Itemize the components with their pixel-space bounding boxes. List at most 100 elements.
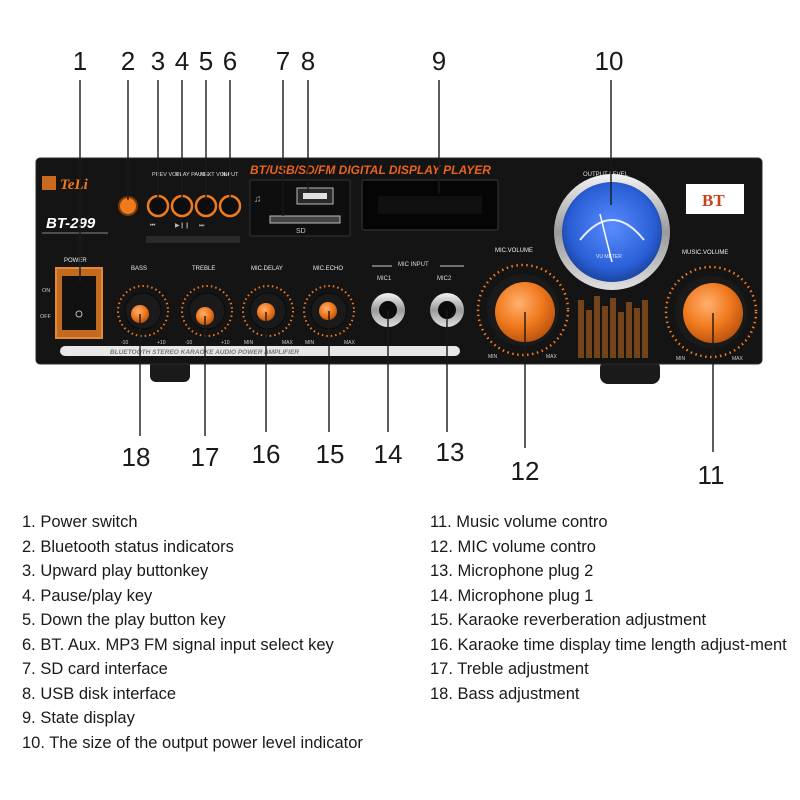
knob-label-mic-delay: MIC.DELAY xyxy=(251,266,283,272)
music-volume-label: MUSIC.VOLUME xyxy=(682,250,728,256)
eq-bar xyxy=(586,310,592,358)
mic-echo-scale xyxy=(303,285,355,337)
callout-16: 16 xyxy=(252,439,281,469)
off-label: OFF xyxy=(40,314,52,320)
legend-item: 16. Karaoke time display time length adj… xyxy=(430,635,787,654)
callout-11: 11 xyxy=(698,460,725,490)
legend-item: 11. Music volume contro xyxy=(430,513,608,531)
brand-logo-icon xyxy=(42,176,56,190)
eq-bar xyxy=(594,296,600,358)
legend-right: 11. Music volume contro 12. MIC volume c… xyxy=(430,510,795,706)
legend-item: 17. Treble adjustment xyxy=(430,660,589,678)
eq-bar xyxy=(578,300,584,358)
vu-meter-scale xyxy=(579,219,645,241)
legend-item: 1. Power switch xyxy=(22,513,138,531)
legend-item: 18. Bass adjustment xyxy=(430,684,580,703)
legend-left: 1. Power switch 2. Bluetooth status indi… xyxy=(22,510,422,755)
sd-card-slot[interactable] xyxy=(269,215,341,224)
legend-item: 2. Bluetooth status indicators xyxy=(22,537,234,556)
music-volume-max: MAX xyxy=(732,356,744,362)
callout-6: 6 xyxy=(223,46,237,76)
mic-volume-min: MIN xyxy=(488,354,498,360)
mic-volume-label: MIC.VOLUME xyxy=(495,248,533,254)
mic-volume-scale xyxy=(476,263,570,357)
model-name: BT-299 xyxy=(46,215,96,232)
vu-meter-label: VU METER xyxy=(596,254,622,260)
callout-7: 7 xyxy=(276,46,290,76)
legend-item: 4. Pause/play key xyxy=(22,586,153,605)
legend-item: 3. Upward play buttonkey xyxy=(22,562,209,580)
scale-min: -10 xyxy=(121,340,128,346)
power-switch[interactable] xyxy=(62,276,96,330)
scale-min: MIN xyxy=(305,340,315,346)
eq-bar xyxy=(618,312,624,358)
legend-item: 15. Karaoke reverberation adjustment xyxy=(430,611,707,629)
callout-12: 12 xyxy=(511,456,540,486)
scale-max: +10 xyxy=(157,340,166,346)
legend-item: 13. Microphone plug 2 xyxy=(430,562,594,580)
bt-badge-text: BT xyxy=(702,191,725,210)
vu-meter xyxy=(562,182,662,282)
button-label: NEXT VOL+ xyxy=(200,172,230,178)
bass-scale xyxy=(117,285,169,337)
scale-min: MIN xyxy=(244,340,254,346)
callout-4: 4 xyxy=(175,46,189,76)
knob-label-bass: BASS xyxy=(131,266,147,272)
mode-strip xyxy=(146,236,240,243)
tone-controls: BASS TREBLE MIC.DELAY MIC.ECHO -10 +10 -… xyxy=(117,266,356,346)
music-volume-scale xyxy=(664,265,758,359)
mic1-label: MIC1 xyxy=(377,276,392,282)
brand-name: TeLi xyxy=(60,177,89,193)
vu-meter-needle xyxy=(599,213,613,263)
next-icon: ⏭ xyxy=(199,223,205,229)
power-label: POWER xyxy=(64,258,87,264)
button-label: PREV VOL- xyxy=(152,172,182,178)
mic2-label: MIC2 xyxy=(437,276,452,282)
callout-5: 5 xyxy=(199,46,213,76)
bt-badge xyxy=(686,184,744,214)
legend-item: 6. BT. Aux. MP3 FM signal input select k… xyxy=(22,635,334,654)
callout-18: 18 xyxy=(122,442,151,472)
foot xyxy=(600,360,660,384)
player-title: BT/USB/SD/FM DIGITAL DISPLAY PLAYER xyxy=(250,163,491,177)
scale-min: -10 xyxy=(185,340,192,346)
legend-item: 12. MIC volume contro xyxy=(430,537,596,556)
mic-delay-scale xyxy=(242,285,294,337)
knob-label-treble: TREBLE xyxy=(192,266,215,272)
on-label: ON xyxy=(42,288,50,294)
scale-max: MAX xyxy=(282,340,294,346)
callout-14: 14 xyxy=(374,439,403,469)
mic-volume-max: MAX xyxy=(546,354,558,360)
callout-2: 2 xyxy=(121,46,135,76)
scale-max: +10 xyxy=(221,340,230,346)
legend-item: 9. State display xyxy=(22,709,135,727)
eq-bar xyxy=(610,298,616,358)
eq-bar xyxy=(602,306,608,358)
amplifier-front-panel-diagram: TeLi BT-299 PREV VOL- PLAY PAUSE NEXT VO… xyxy=(35,46,763,490)
callout-15: 15 xyxy=(316,439,345,469)
control-buttons: PREV VOL- PLAY PAUSE NEXT VOL+ INPUT ⏮ ▶… xyxy=(146,172,242,243)
music-volume-min: MIN xyxy=(676,356,686,362)
callout-1: 1 xyxy=(73,46,87,76)
callout-3: 3 xyxy=(151,46,165,76)
callout-leaders xyxy=(79,80,714,452)
treble-scale xyxy=(181,285,233,337)
mic-input-label: MIC INPUT xyxy=(398,262,429,268)
display-glass xyxy=(378,196,482,214)
legend-item: 8. USB disk interface xyxy=(22,684,177,703)
music-note-icon: ♫ xyxy=(254,194,262,205)
equalizer-display xyxy=(578,296,648,358)
power-off-icon xyxy=(75,310,83,318)
legend-item: 7. SD card interface xyxy=(22,660,168,678)
eq-bar xyxy=(626,302,632,358)
button-label: PLAY PAUSE xyxy=(176,172,210,178)
scale-max: MAX xyxy=(344,340,356,346)
sd-label: SD xyxy=(296,228,306,235)
eq-bar xyxy=(634,308,640,358)
mic-echo-knob-cap xyxy=(319,302,337,320)
callout-9: 9 xyxy=(432,46,446,76)
label-strip xyxy=(60,346,460,356)
usb-port-inner xyxy=(303,193,327,199)
legend-item: 5. Down the play button key xyxy=(22,611,226,629)
